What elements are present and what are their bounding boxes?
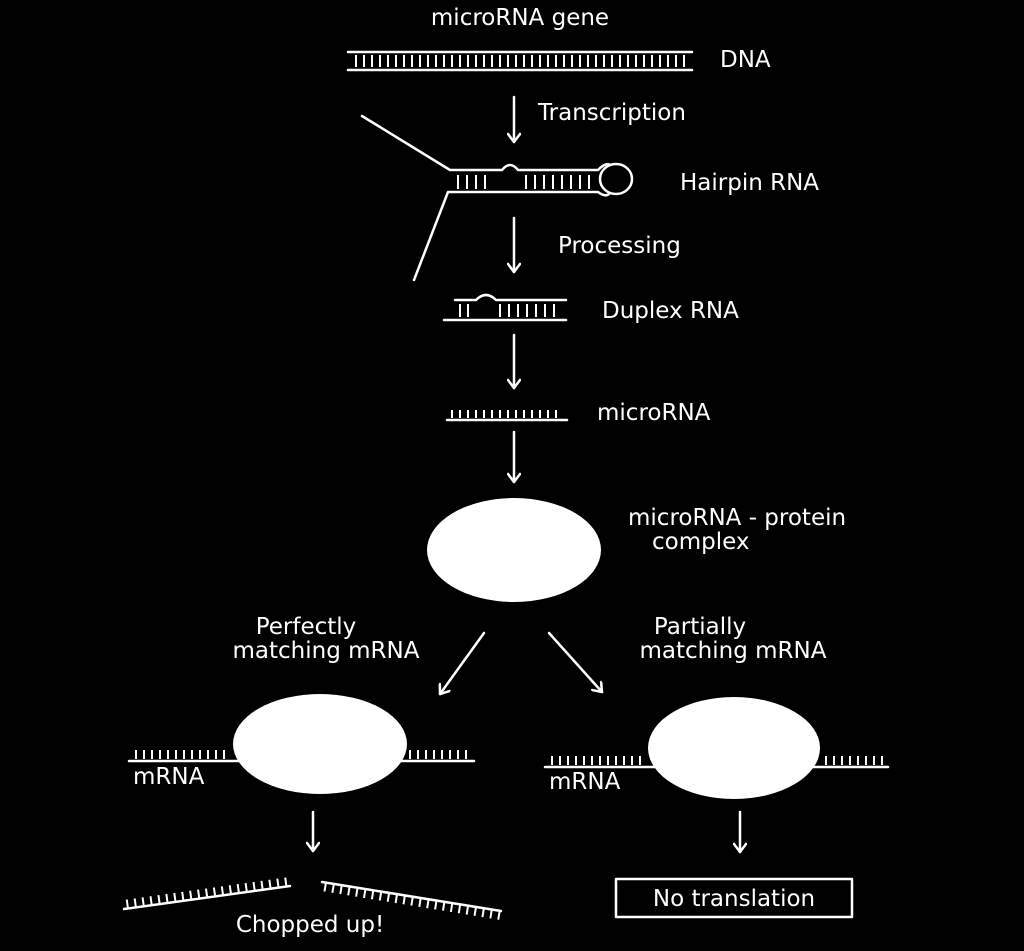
dna-label: DNA: [720, 47, 771, 73]
strand-tick: [220, 886, 225, 896]
chopped-fragment-right: [320, 880, 503, 920]
strand-tick: [173, 892, 177, 903]
chopped-fragment-left: [122, 877, 292, 911]
strand-tick: [441, 901, 446, 911]
strand-tick: [165, 893, 169, 904]
strand-tick: [426, 899, 430, 909]
strand-tick: [489, 909, 493, 919]
left-complex-bound: [233, 694, 407, 794]
strand-tick: [434, 900, 438, 910]
strand-tick: [323, 882, 327, 892]
strand-tick: [339, 885, 343, 895]
left-branch-label-line1: Perfectly: [256, 614, 357, 640]
strand-tick: [449, 902, 454, 913]
strand-tick: [418, 897, 422, 908]
strand-tick: [386, 892, 391, 902]
strand-tick: [236, 884, 240, 894]
strand-tick: [157, 895, 161, 905]
processing-label: Processing: [558, 233, 681, 259]
strand-tick: [181, 891, 185, 901]
hairpin-rna: [360, 114, 634, 282]
strand-tick: [347, 886, 351, 896]
dna-strand: [346, 50, 694, 72]
strand-tick: [378, 891, 383, 901]
chopped-label: Chopped up!: [236, 912, 384, 938]
duplex-label: Duplex RNA: [602, 298, 739, 324]
strand-tick: [268, 879, 272, 889]
right-mrna-label: mRNA: [549, 769, 621, 795]
strand-tick: [284, 877, 288, 887]
strand-tick: [497, 910, 501, 920]
strand-tick: [465, 905, 470, 915]
strand-tick: [141, 897, 145, 907]
strand-tick: [252, 881, 256, 892]
strand-tick: [276, 878, 280, 888]
left-branch-label-line2: matching mRNA: [233, 638, 420, 664]
strand-tick: [197, 889, 201, 899]
strand-tick: [260, 880, 264, 890]
complex-label-line1: microRNA - protein: [628, 505, 846, 531]
no-translation-box: [614, 877, 854, 919]
strand-tick: [363, 888, 367, 899]
microrna-label: microRNA: [597, 400, 711, 426]
microrna-strand: [445, 410, 569, 422]
strand-tick: [410, 896, 414, 906]
strand-tick: [402, 895, 406, 905]
strand-tick: [228, 885, 232, 895]
transcription-label: Transcription: [537, 100, 686, 126]
title-label: microRNA gene: [431, 5, 609, 31]
microrna-protein-complex: [427, 498, 601, 602]
left-branch-arrow: [440, 631, 486, 696]
strand-tick: [149, 896, 153, 906]
strand-tick: [331, 883, 335, 893]
right-branch-label-line1: Partially: [654, 614, 746, 640]
right-complex-bound: [648, 697, 820, 799]
strand-tick: [457, 904, 462, 914]
strand-tick: [394, 893, 399, 904]
strand-tick: [473, 906, 477, 916]
no-translation-label: No translation: [653, 886, 815, 912]
right-branch-arrow: [547, 631, 604, 694]
left-mrna-label: mRNA: [133, 764, 205, 790]
hairpin-label: Hairpin RNA: [680, 170, 819, 196]
strand-tick: [355, 887, 359, 897]
strand-tick: [125, 899, 129, 909]
strand-tick: [204, 888, 209, 898]
right-branch-label-line2: matching mRNA: [640, 638, 827, 664]
strand-tick: [481, 908, 485, 918]
complex-label-line2: complex: [652, 529, 749, 555]
strand-tick: [370, 890, 375, 900]
strand-tick: [212, 887, 217, 897]
duplex-rna: [442, 293, 568, 322]
strand-tick: [244, 882, 248, 893]
strand-tick: [133, 898, 137, 908]
strand-tick: [189, 890, 193, 900]
